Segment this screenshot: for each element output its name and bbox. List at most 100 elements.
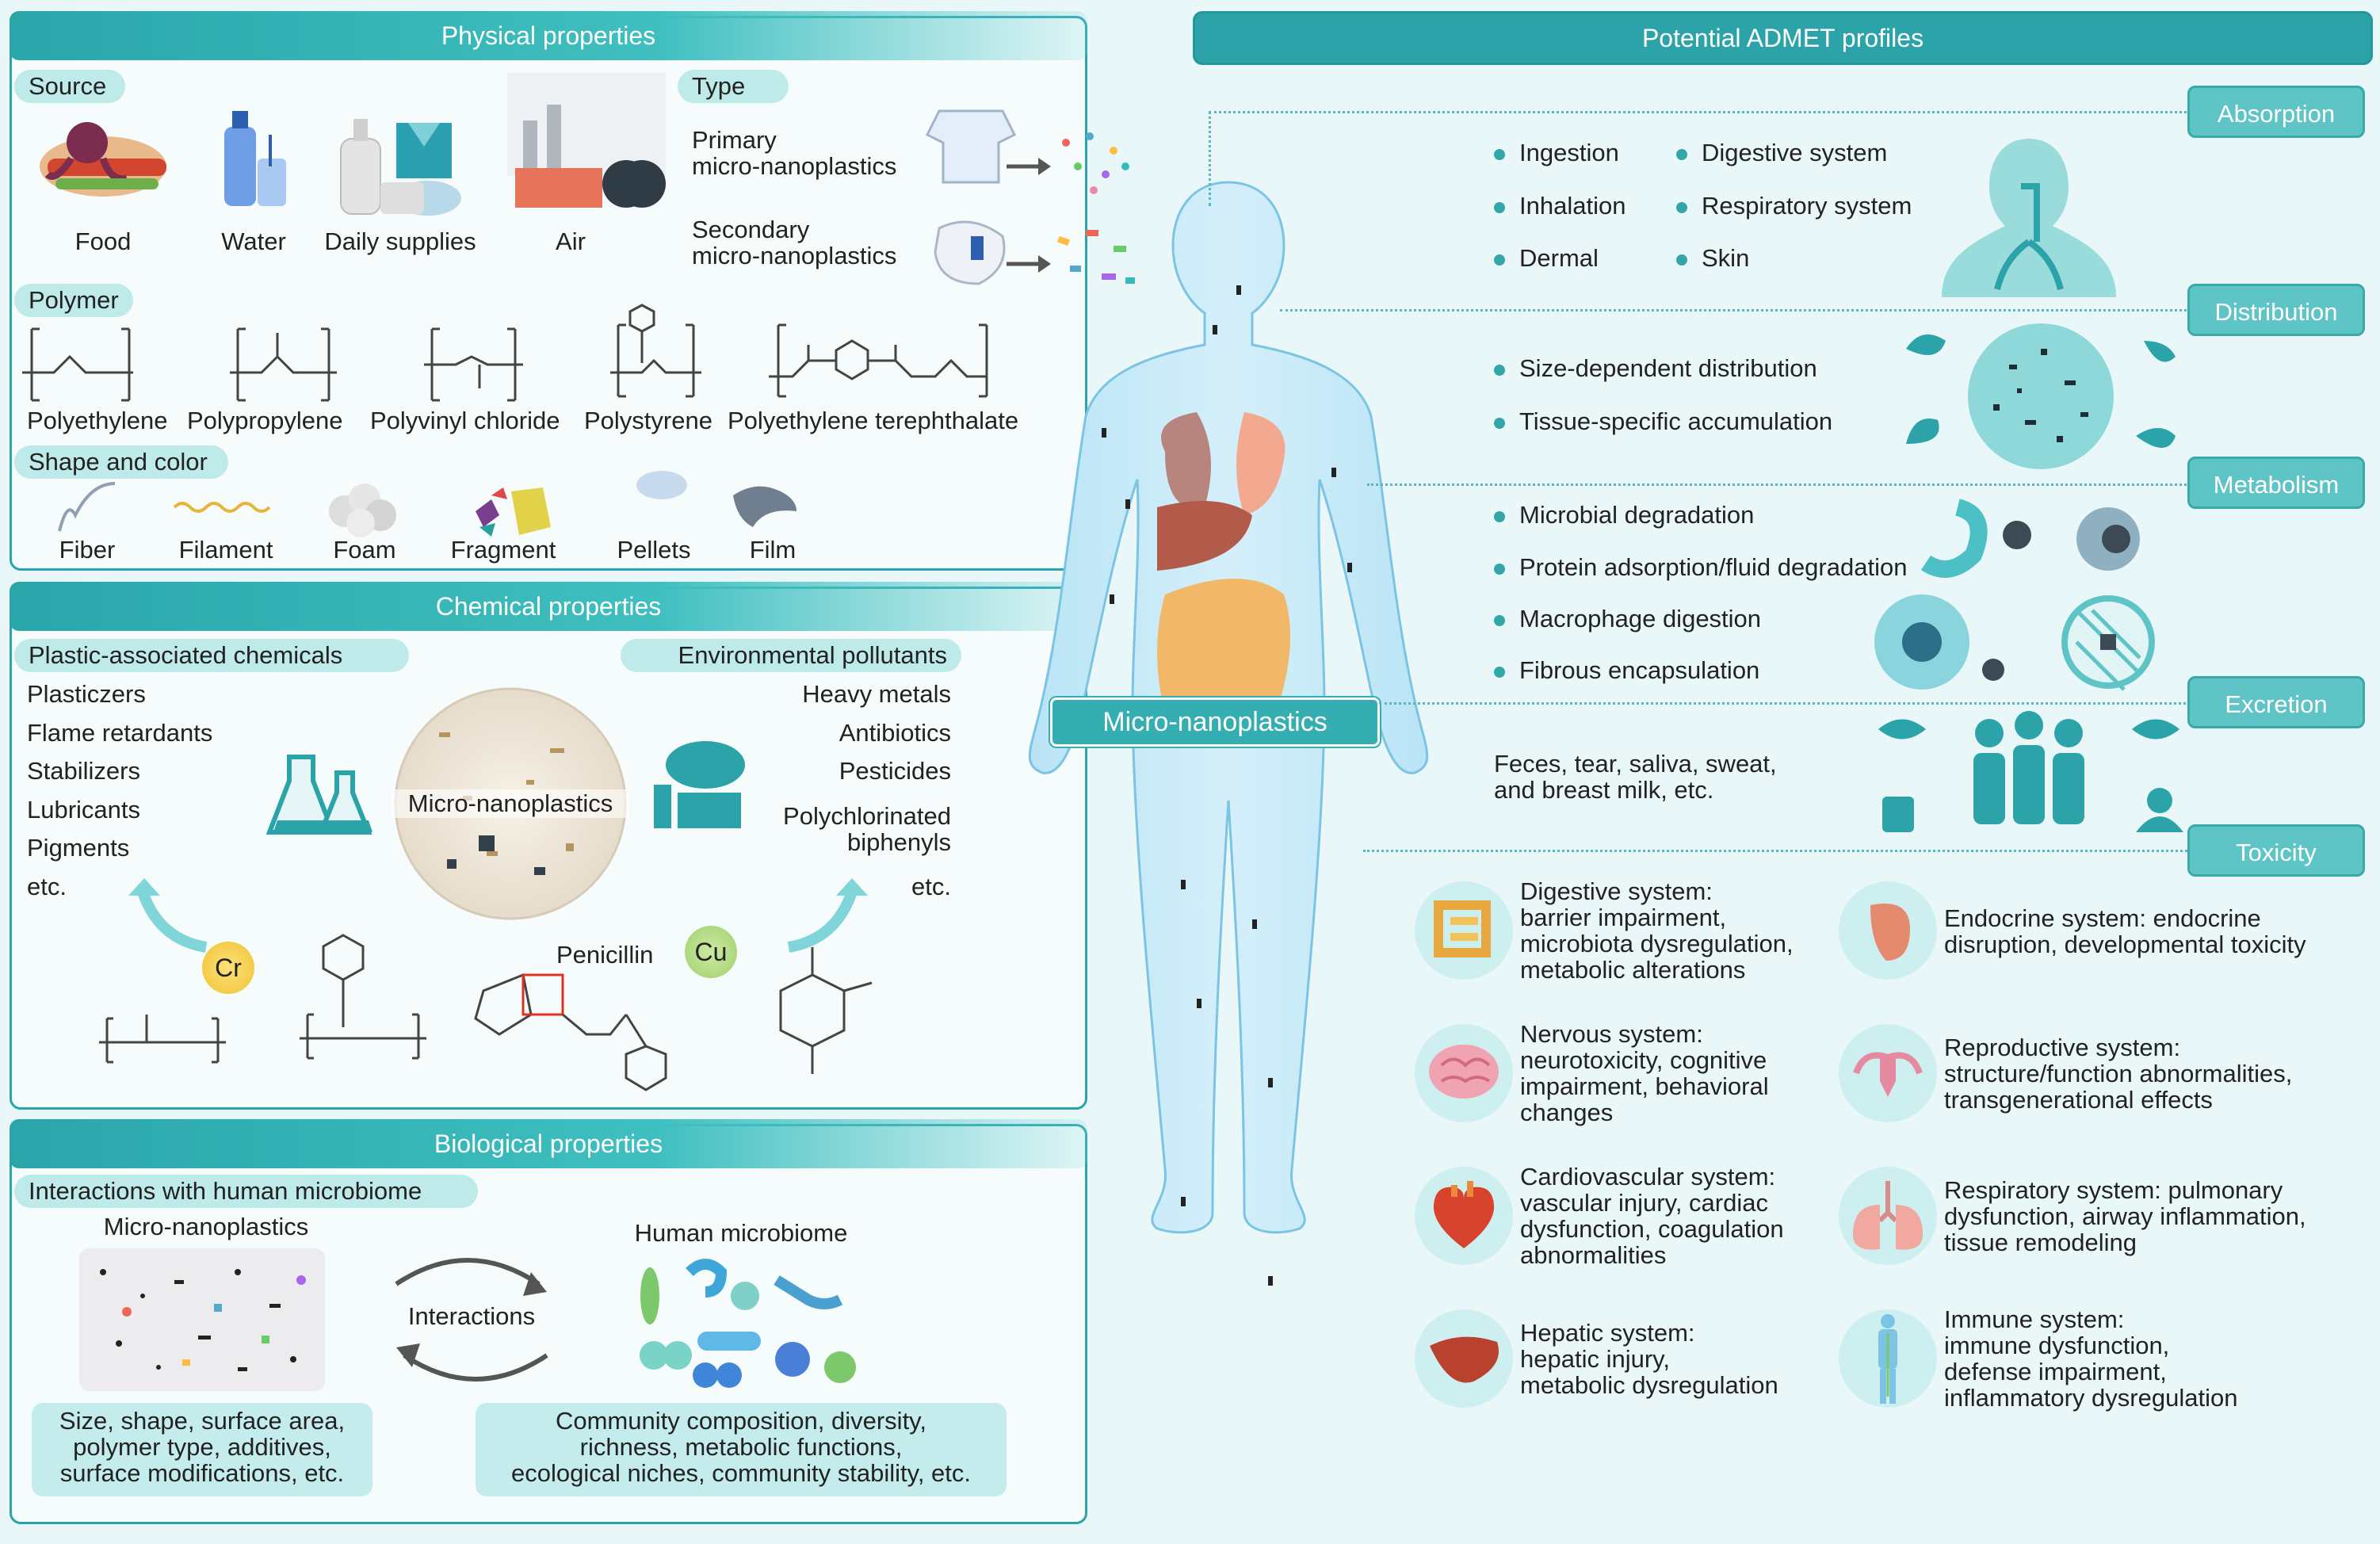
primary-label: Primary micro-nanoplastics xyxy=(692,126,897,180)
absorption-tag: Absorption xyxy=(2187,86,2365,138)
bio-mnp-label: Micro-nanoplastics xyxy=(103,1213,309,1240)
distribution-particles-icon xyxy=(1906,323,2176,469)
cr-badge: Cr xyxy=(202,942,254,994)
distribution-item-2: Tissue-specific accumulation xyxy=(1494,407,1832,436)
polymer-pvc: Polyvinyl chloride xyxy=(370,407,560,434)
polymer-pe: Polyethylene xyxy=(27,407,168,434)
absorption-right-3: Skin xyxy=(1676,244,1749,273)
absorption-left-2: Inhalation xyxy=(1494,192,1626,220)
source-food: Food xyxy=(74,227,132,255)
toxicity-reproductive: Reproductive system: structure/function … xyxy=(1944,1034,2293,1114)
toxicity-digestive: Digestive system: barrier impairment, mi… xyxy=(1520,877,1794,984)
absorption-right-1: Digestive system xyxy=(1676,139,1887,167)
env-pollutants-label: Environmental pollutants xyxy=(621,639,961,672)
physical-title: Physical properties xyxy=(10,11,1087,60)
toxicity-respiratory: Respiratory system: pulmonary dysfunctio… xyxy=(1944,1176,2306,1256)
plastic-item-5: Pigments xyxy=(27,834,130,862)
polymer-pet: Polyethylene terephthalate xyxy=(728,407,1019,434)
immune-icon xyxy=(1839,1309,1937,1408)
toxicity-cardiovascular: Cardiovascular system: vascular injury, … xyxy=(1520,1163,1784,1269)
ps-chain-structure-icon xyxy=(300,934,426,1060)
pet-structure-icon xyxy=(769,323,988,398)
digestive-icon xyxy=(1415,881,1513,980)
particles-icon xyxy=(100,1269,306,1371)
water-icon xyxy=(224,111,286,206)
source-label: Source xyxy=(14,70,125,103)
chemical-title: Chemical properties xyxy=(10,582,1087,631)
air-icon xyxy=(507,73,666,208)
reproductive-icon xyxy=(1839,1024,1937,1122)
daily-supplies-icon xyxy=(340,119,461,216)
absorption-left-1: Ingestion xyxy=(1494,139,1619,167)
plastic-item-2: Flame retardants xyxy=(27,719,213,747)
endocrine-icon xyxy=(1839,881,1937,980)
toxicity-immune: Immune system: immune dysfunction, defen… xyxy=(1944,1305,2238,1412)
penicillin-structure-icon xyxy=(474,973,667,1091)
flask-icon xyxy=(266,755,372,835)
polyethylene-structure-icon xyxy=(22,327,133,402)
excretion-line xyxy=(1379,702,2191,705)
plastic-item-6: etc. xyxy=(27,873,67,900)
fragment-icon xyxy=(476,487,551,537)
env-item-3: Pesticides xyxy=(839,757,951,785)
type-label: Type xyxy=(678,70,789,103)
pollution-factory-icon xyxy=(654,741,745,828)
plastic-item-4: Lubricants xyxy=(27,796,141,824)
secondary-label: Secondary micro-nanoplastics xyxy=(692,216,897,269)
pellets-icon xyxy=(636,471,687,499)
right-curved-arrow-icon xyxy=(787,878,868,953)
excretion-icons xyxy=(1878,711,2183,832)
excretion-tag: Excretion xyxy=(2187,676,2365,728)
shape-pellets: Pellets xyxy=(617,536,691,564)
polyvinyl-chloride-structure-icon xyxy=(424,327,523,402)
diamine-structure-icon xyxy=(779,947,873,1074)
biological-title: Biological properties xyxy=(10,1119,1087,1168)
left-curved-arrow-icon xyxy=(128,878,208,953)
polymer-label: Polymer xyxy=(14,284,133,317)
metabolism-item-1: Microbial degradation xyxy=(1494,501,1754,529)
plastic-item-1: Plasticzers xyxy=(27,680,146,708)
shape-filament: Filament xyxy=(178,536,273,564)
foam-icon xyxy=(329,483,396,537)
chemical-center-label: Micro-nanoplastics xyxy=(392,789,629,818)
primary-arrow-icon xyxy=(1007,158,1051,175)
shape-foam: Foam xyxy=(333,536,396,564)
env-item-2: Antibiotics xyxy=(839,719,951,747)
source-daily-supplies: Daily supplies xyxy=(324,227,476,255)
distribution-tag: Distribution xyxy=(2187,284,2365,336)
env-item-1: Heavy metals xyxy=(802,680,951,708)
env-item-5: etc. xyxy=(911,873,951,900)
shape-fiber: Fiber xyxy=(59,536,116,564)
env-item-4: Polychlorinated biphenyls xyxy=(783,802,951,856)
toxicity-endocrine: Endocrine system: endocrine disruption, … xyxy=(1944,904,2306,958)
shape-film: Film xyxy=(749,536,797,564)
excretion-text: Feces, tear, saliva, sweat, and breast m… xyxy=(1494,750,1777,804)
absorption-right-2: Respiratory system xyxy=(1676,192,1912,220)
respiratory-icon xyxy=(1839,1167,1937,1265)
polymer-pp: Polypropylene xyxy=(187,407,343,434)
source-air: Air xyxy=(556,227,586,255)
absorption-line xyxy=(1209,111,2191,113)
absorption-vline xyxy=(1209,111,1211,206)
plastic-item-3: Stabilizers xyxy=(27,757,140,785)
pp-chain-structure-icon xyxy=(99,1015,226,1064)
respiratory-absorption-icon xyxy=(1942,139,2116,297)
metabolism-item-4: Fibrous encapsulation xyxy=(1494,656,1759,685)
absorption-left-3: Dermal xyxy=(1494,244,1599,273)
body-center-label: Micro-nanoplastics xyxy=(1050,697,1380,747)
primary-particles-icon xyxy=(1062,132,1129,194)
penicillin-label: Penicillin xyxy=(556,941,654,969)
secondary-arrow-icon xyxy=(1007,255,1051,273)
shape-label: Shape and color xyxy=(14,445,228,479)
metabolism-tag: Metabolism xyxy=(2187,457,2365,509)
cu-badge: Cu xyxy=(685,926,737,978)
polystyrene-structure-icon xyxy=(610,304,701,398)
filament-icon xyxy=(173,502,271,513)
interactions-text: Interactions xyxy=(407,1302,536,1330)
source-water: Water xyxy=(221,227,286,255)
mnp-particles-box xyxy=(79,1248,325,1391)
polypropylene-structure-icon xyxy=(230,327,337,402)
fiber-icon xyxy=(58,482,116,532)
food-icon xyxy=(40,122,166,197)
cardiovascular-icon xyxy=(1415,1167,1513,1265)
